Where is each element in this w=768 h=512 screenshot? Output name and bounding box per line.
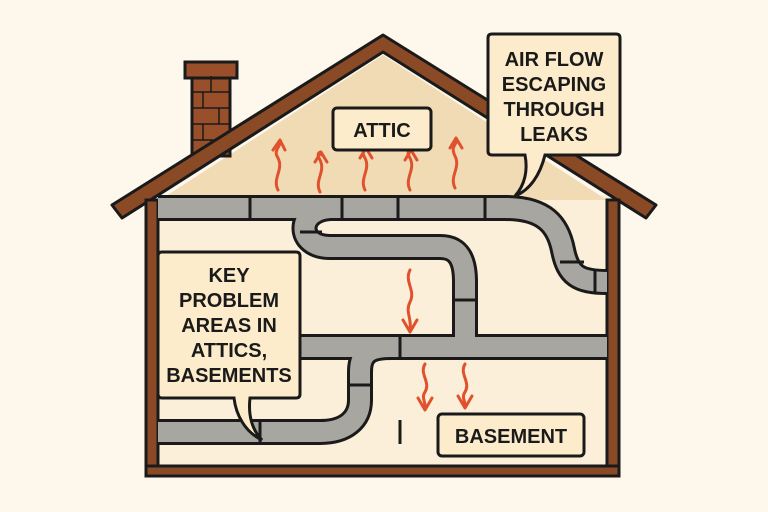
problem-label-line-3: AREAS IN (181, 315, 277, 337)
leak-arrows (271, 136, 474, 412)
problem-label-line-1: KEY (208, 265, 250, 287)
chimney (183, 60, 239, 158)
callout-attic: ATTIC (331, 106, 433, 152)
problem-label-line-5: BASEMENTS (166, 365, 292, 387)
problem-label-line-2: PROBLEM (179, 290, 279, 312)
callout-airflow: AIR FLOW ESCAPING THROUGH LEAKS (486, 32, 622, 198)
airflow-label-line-1: AIR FLOW (505, 49, 604, 71)
callout-basement: BASEMENT (436, 412, 586, 458)
problem-label-line-4: ATTICS, (191, 340, 267, 362)
airflow-label-line-2: ESCAPING (502, 74, 606, 96)
callout-problem-areas: KEY PROBLEM AREAS IN ATTICS, BASEMENTS (156, 250, 302, 442)
roof (110, 33, 658, 220)
basement-label: BASEMENT (455, 426, 567, 448)
airflow-label-line-3: THROUGH (503, 99, 604, 121)
airflow-label-line-4: LEAKS (520, 124, 588, 146)
attic-label: ATTIC (353, 120, 410, 142)
